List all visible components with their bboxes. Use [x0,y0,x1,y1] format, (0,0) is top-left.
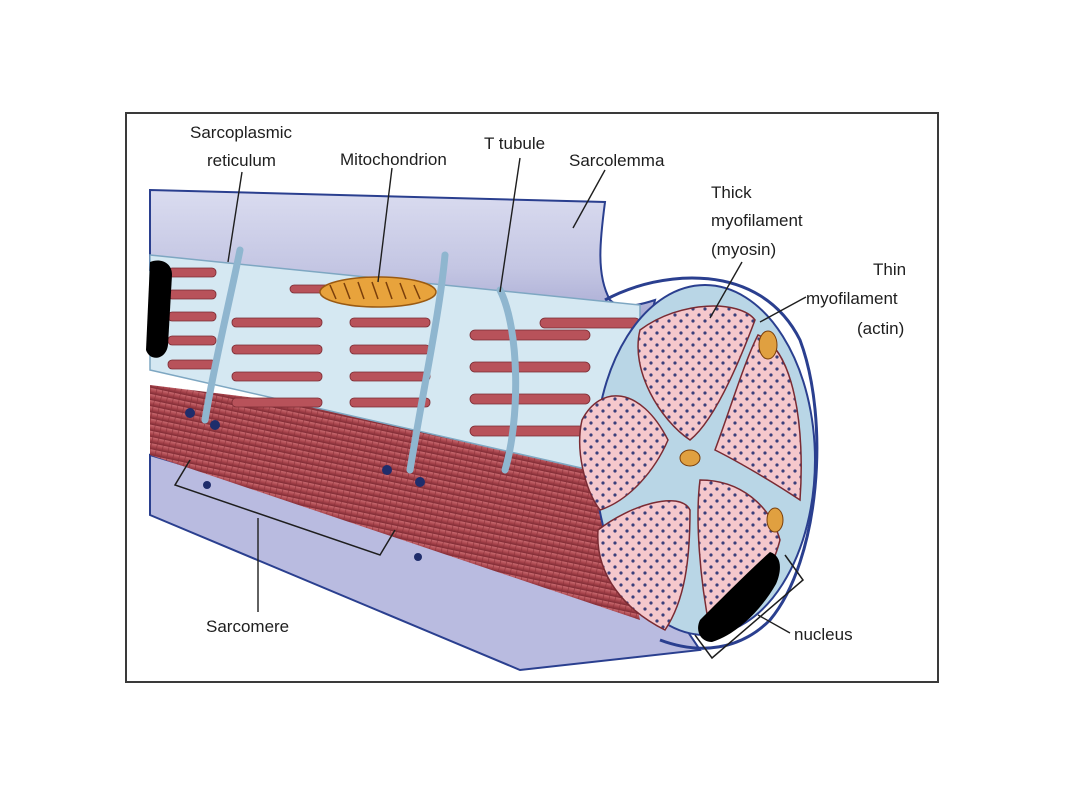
redaction-mark-nucleus [698,552,780,642]
sarcomere-bracket [173,459,396,556]
label-thick-line2: myofilament [711,211,803,230]
sarcolemma-edge [604,276,819,650]
label-t-tubule: T tubule [484,134,545,153]
myofibril-stripes [167,267,641,437]
label-sarcoplasmic-line1: Sarcoplasmic [190,123,293,142]
label-sarcolemma: Sarcolemma [569,151,665,170]
label-thin-line2: myofilament [806,289,898,308]
t-tubule-openings [185,408,425,561]
label-thin-line1: Thin [873,260,906,279]
mitochondria-cross-section [679,330,784,533]
label-thick-line3: (myosin) [711,240,776,259]
sarcoplasmic-reticulum-tubes [201,246,520,474]
myofibril-cross-sections [578,305,802,632]
nucleus-box [694,554,805,660]
label-thick-line1: Thick [711,183,752,202]
label-sarcomere: Sarcomere [206,617,289,636]
redaction-mark-left [146,260,172,358]
mitochondrion-cristae [329,281,421,300]
label-sarcoplasmic-line2: reticulum [207,151,276,170]
label-thin-line3: (actin) [857,319,904,338]
label-nucleus: nucleus [794,625,853,644]
leader-lines [227,157,807,634]
label-mitochondrion: Mitochondrion [340,150,447,169]
sarcolemma-upper-sheet [149,188,657,322]
